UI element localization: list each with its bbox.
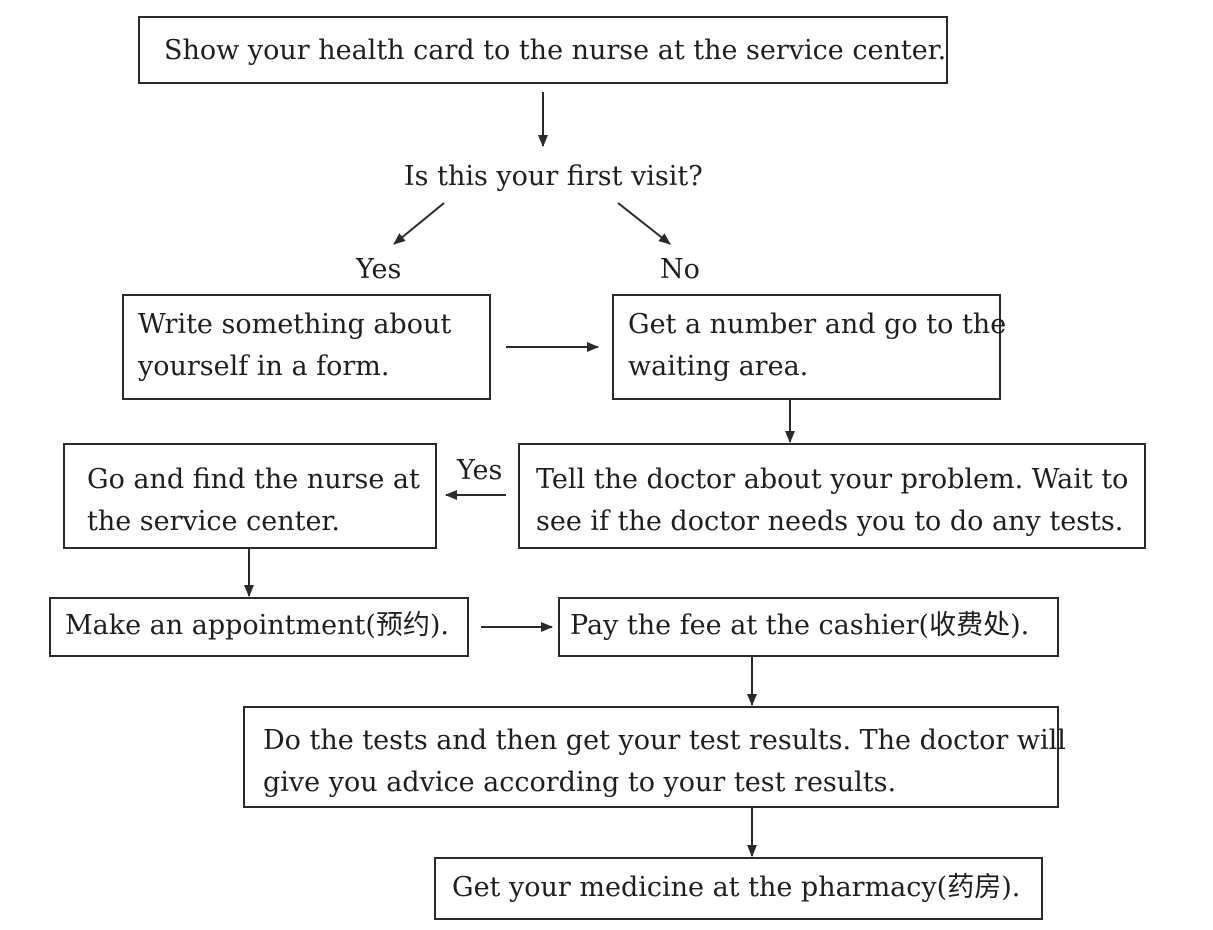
number-step-line-2: waiting area. <box>628 351 809 382</box>
first-visit-no-label: No <box>660 254 700 285</box>
arrow-question-to-yes <box>393 202 445 245</box>
tell-doctor-step-box: Tell the doctor about your problem. Wait… <box>518 443 1146 549</box>
start-step-text: Show your health card to the nurse at th… <box>164 35 947 66</box>
find-nurse-step-line-2: the service center. <box>87 506 340 537</box>
medicine-step-text: Get your medicine at the pharmacy(药房). <box>452 872 1021 903</box>
find-nurse-step-line-1: Go and find the nurse at <box>87 464 420 495</box>
pay-step-box: Pay the fee at the cashier(收费处). <box>558 597 1059 657</box>
arrow-question-to-no <box>617 202 671 245</box>
tell-doctor-step-line-1: Tell the doctor about your problem. Wait… <box>536 464 1129 495</box>
number-step-box: Get a number and go to the waiting area. <box>612 294 1007 400</box>
form-step-line-2: yourself in a form. <box>138 351 390 382</box>
first-visit-yes-label: Yes <box>356 254 402 285</box>
tests-step-line-2: give you advice according to your test r… <box>263 767 897 798</box>
tests-needed-yes-label: Yes <box>457 455 503 486</box>
tell-doctor-step-line-2: see if the doctor needs you to do any te… <box>536 506 1124 537</box>
start-step-box: Show your health card to the nurse at th… <box>138 16 948 84</box>
tests-step-line-1: Do the tests and then get your test resu… <box>263 725 1066 756</box>
tests-step-box: Do the tests and then get your test resu… <box>243 706 1066 808</box>
form-step-box: Write something about yourself in a form… <box>122 294 491 400</box>
find-nurse-step-box: Go and find the nurse at the service cen… <box>63 443 437 549</box>
form-step-line-1: Write something about <box>138 309 452 340</box>
appointment-step-text: Make an appointment(预约). <box>65 610 449 641</box>
appointment-step-box: Make an appointment(预约). <box>49 597 469 657</box>
medicine-step-box: Get your medicine at the pharmacy(药房). <box>434 857 1043 920</box>
number-step-line-1: Get a number and go to the <box>628 309 1007 340</box>
first-visit-question: Is this your first visit? <box>404 161 703 192</box>
pay-step-text: Pay the fee at the cashier(收费处). <box>570 610 1030 641</box>
